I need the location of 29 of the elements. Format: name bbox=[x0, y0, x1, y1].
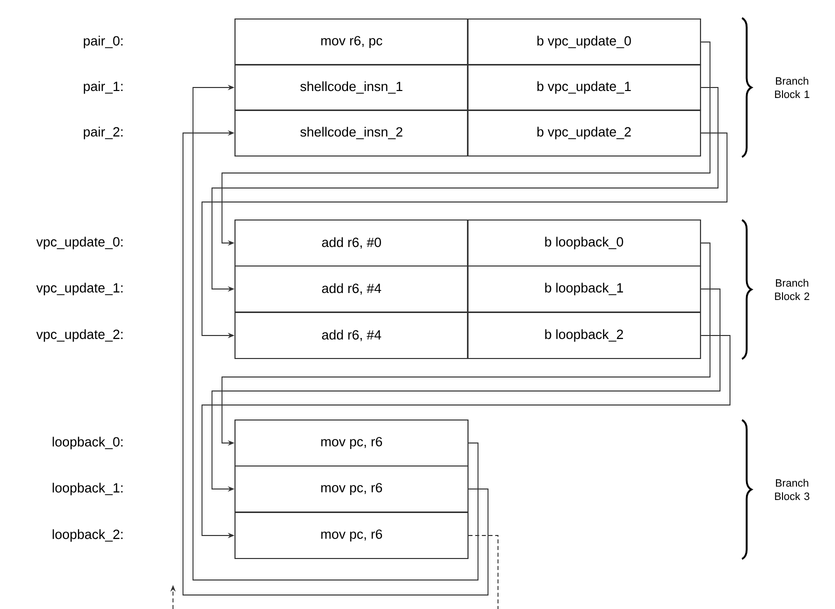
code-cell: b vpc_update_2 bbox=[466, 109, 702, 157]
block-label: Branch Block 3 bbox=[775, 478, 810, 500]
row-label: loopback_0: bbox=[52, 436, 122, 450]
arrow bbox=[192, 84, 478, 580]
code-cell: b vpc_update_0 bbox=[466, 18, 702, 66]
code-cell: b loopback_0 bbox=[466, 219, 702, 267]
code-cell: shellcode_insn_2 bbox=[234, 109, 469, 157]
row-label: vpc_update_0: bbox=[36, 236, 122, 250]
row-label: pair_0: bbox=[84, 36, 123, 48]
code-cell: mov pc, r6 bbox=[234, 512, 469, 560]
row-label: pair_2: bbox=[84, 126, 123, 140]
code-cell: b loopback_1 bbox=[466, 265, 702, 313]
code-cell: b loopback_2 bbox=[466, 312, 702, 360]
code-cell: add r6, #4 bbox=[234, 312, 469, 360]
code-cell: mov pc, r6 bbox=[234, 419, 469, 467]
arrow bbox=[182, 130, 488, 596]
code-cell: shellcode_insn_1 bbox=[234, 64, 469, 112]
code-cell: mov pc, r6 bbox=[234, 465, 469, 513]
row-label: loopback_2: bbox=[52, 529, 122, 542]
row-label: vpc_update_2: bbox=[36, 329, 122, 342]
block-label: Branch Block 1 bbox=[775, 76, 810, 98]
row-label: vpc_update_1: bbox=[36, 282, 122, 296]
code-cell: b vpc_update_1 bbox=[466, 64, 702, 112]
code-cell: mov r6, pc bbox=[234, 18, 469, 66]
block-label: Branch Block 2 bbox=[775, 278, 810, 300]
code-cell: add r6, #4 bbox=[234, 265, 469, 313]
code-cell: add r6, #0 bbox=[234, 219, 469, 267]
row-label: pair_1: bbox=[84, 81, 123, 94]
row-label: loopback_1: bbox=[52, 482, 122, 496]
